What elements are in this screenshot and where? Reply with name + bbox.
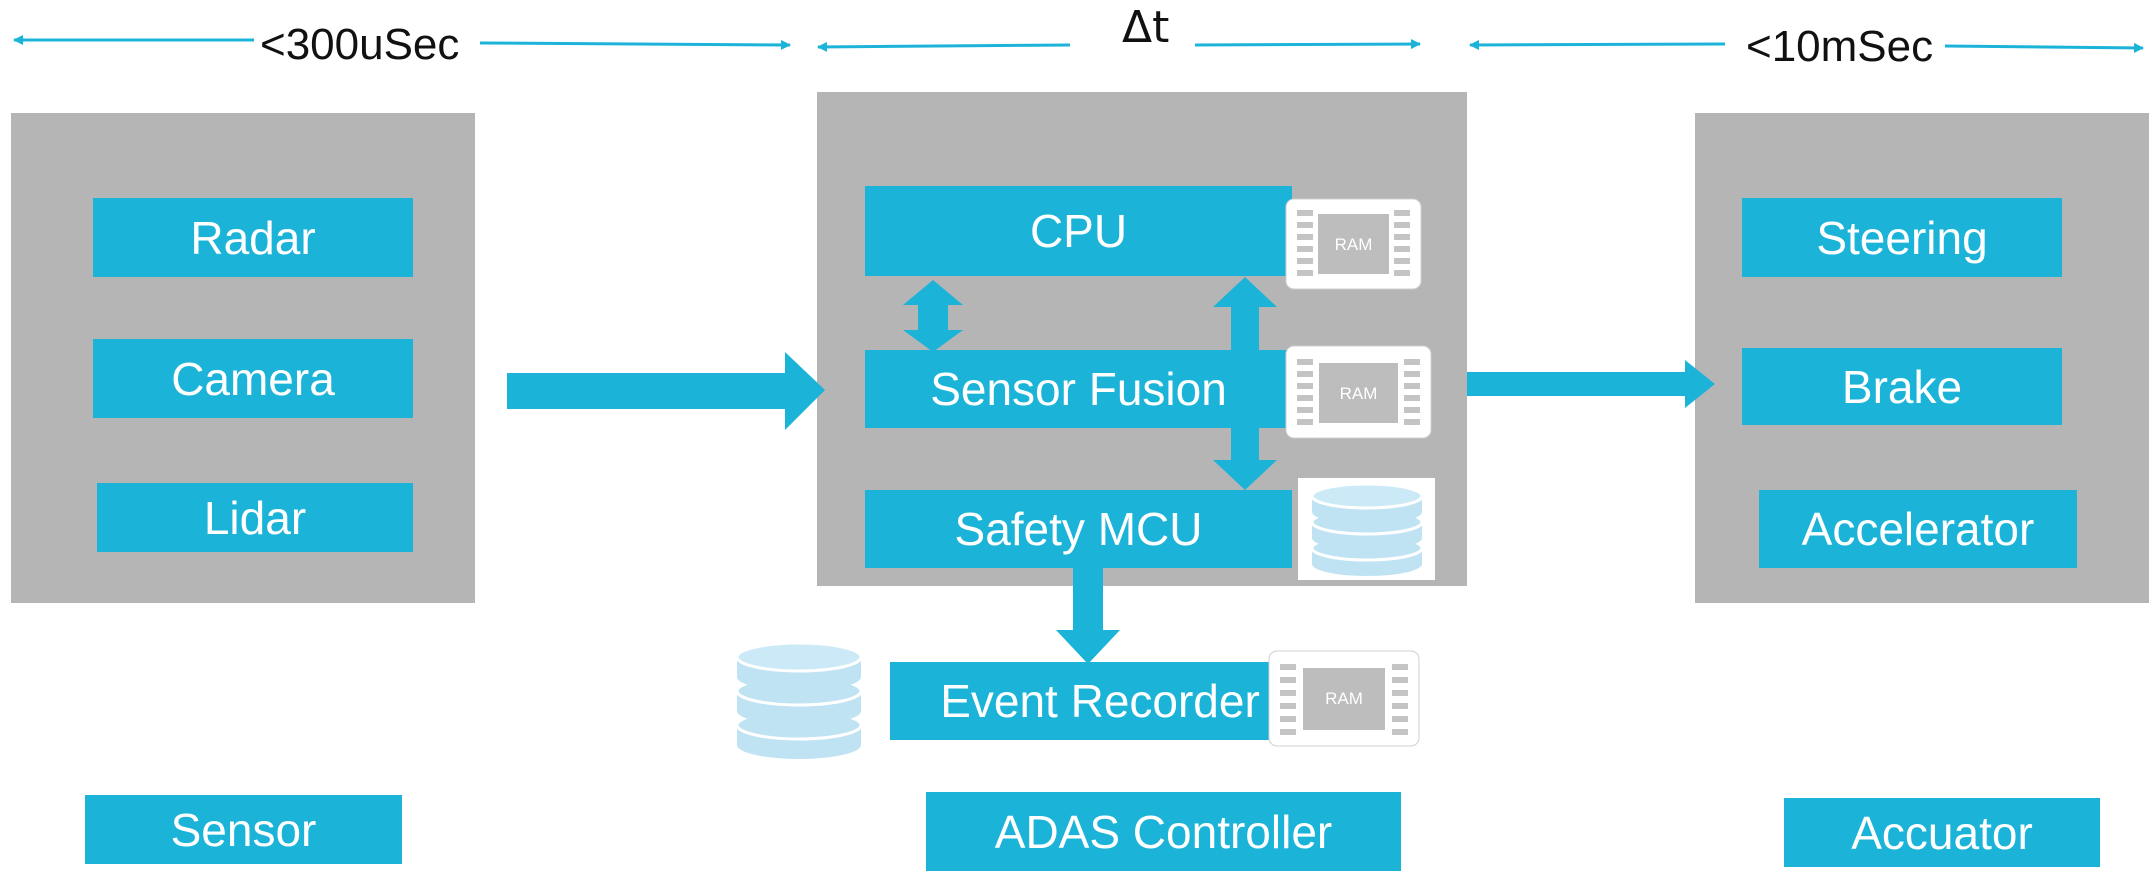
controller-latency-label: Δt [1116,2,1176,53]
database-icon [1298,478,1435,580]
cpu-fusion-double-arrow-left [903,280,963,352]
svg-text:RAM: RAM [1335,235,1373,254]
adas-controller-caption: ADAS Controller [926,792,1401,871]
safety-mcu-box: Safety MCU [865,490,1292,568]
ram-chip-icon: RAM [1285,345,1432,439]
brake-box: Brake [1742,348,2062,425]
actuator-latency-label: <10mSec [1740,22,1940,72]
controller-timing-arrow-right [1194,39,1421,50]
svg-text:RAM: RAM [1325,689,1363,708]
sensor-fusion-box: Sensor Fusion [865,350,1292,428]
database-icon [723,635,875,765]
lidar-box: Lidar [97,483,413,552]
svg-text:RAM: RAM [1340,384,1378,403]
radar-box: Radar [93,198,413,277]
sensor-latency-label: <300uSec [254,20,466,70]
sensor-timing-arrow-right [479,39,791,50]
event-recorder-box: Event Recorder [890,662,1310,740]
mcu-to-recorder-arrow [1056,566,1120,664]
sensor-to-controller-arrow [507,352,825,430]
sensor-caption: Sensor [85,795,402,864]
actuator-timing-arrow-right [1944,42,2144,53]
actuator-timing-arrow-left [1469,39,1726,50]
ram-chip-icon: RAM [1285,198,1422,290]
cpu-box: CPU [865,186,1292,276]
controller-timing-arrow-left [817,41,1071,52]
ram-chip-icon: RAM [1268,650,1420,747]
actuator-caption: Accuator [1784,798,2100,867]
accelerator-box: Accelerator [1759,490,2077,568]
camera-box: Camera [93,339,413,418]
steering-box: Steering [1742,198,2062,277]
controller-to-actuator-arrow [1467,360,1715,408]
